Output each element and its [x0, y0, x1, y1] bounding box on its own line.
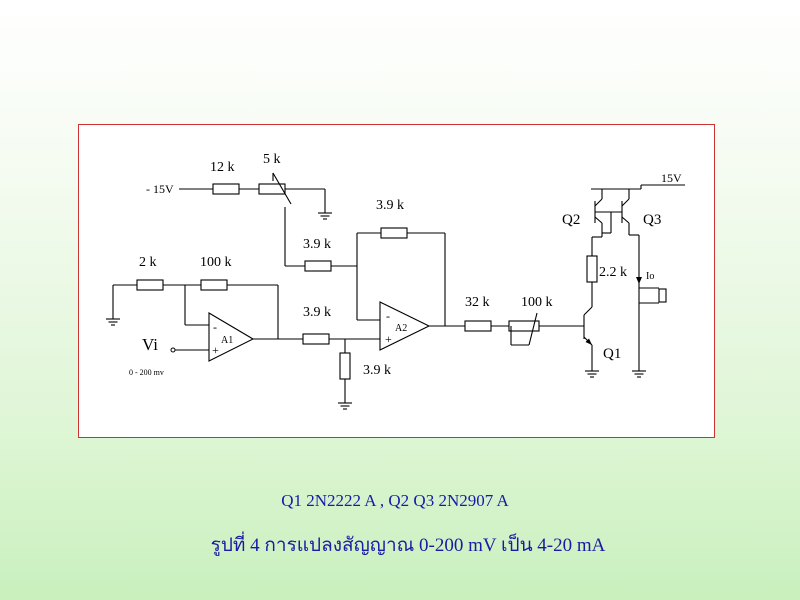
svg-text:-: - [386, 309, 390, 323]
transistor-q1 [583, 306, 593, 346]
vi-range-label: 0 - 200 mv [129, 368, 164, 377]
io-label: Io [646, 271, 654, 282]
potentiometer-5k [258, 183, 286, 195]
q2-label: Q2 [562, 212, 580, 228]
resistor-100k [200, 279, 228, 291]
resistor-3-9k-input-label: 3.9 k [303, 305, 331, 320]
q3-label: Q3 [643, 212, 661, 228]
resistor-2-2k [586, 255, 598, 283]
potentiometer-100k-label: 100 k [521, 295, 553, 310]
resistor-3-9k-feedback-label: 3.9 k [376, 198, 404, 213]
opamp-a1-label: A1 [221, 335, 233, 346]
resistor-100k-label: 100 k [200, 255, 232, 270]
resistor-2k-label: 2 k [139, 255, 157, 270]
resistor-3-9k-input [302, 333, 330, 345]
vi-label: Vi [142, 335, 158, 354]
resistor-2-2k-label: 2.2 k [599, 265, 627, 280]
resistor-3-9k-ground [339, 352, 351, 380]
resistor-12k [212, 183, 240, 195]
ground-symbol [338, 402, 352, 410]
diagram-frame: - + A1 - + A2 [78, 124, 715, 438]
opamp-a2-label: A2 [395, 323, 407, 334]
resistor-32k-label: 32 k [465, 295, 490, 310]
circuit-schematic: - + A1 - + A2 [106, 152, 685, 410]
load-resistor [658, 288, 667, 303]
resistor-32k [464, 320, 492, 332]
opamp-a1 [208, 312, 255, 362]
ground-symbol [632, 370, 646, 378]
parts-caption: Q1 2N2222 A , Q2 Q3 2N2907 A [281, 491, 509, 510]
resistor-2k [136, 279, 164, 291]
resistor-3-9k-ground-label: 3.9 k [363, 363, 391, 378]
svg-text:-: - [213, 320, 217, 334]
resistor-3-9k-feedback [380, 227, 408, 239]
transistor-q3 [621, 198, 630, 235]
pos-15v-label: 15V [661, 171, 682, 185]
resistor-3-9k-offset-label: 3.9 k [303, 237, 331, 252]
input-terminal [170, 347, 176, 353]
neg-15v-label: - 15V [146, 182, 174, 196]
potentiometer-5k-label: 5 k [263, 152, 281, 167]
ground-symbol [585, 370, 599, 378]
opamp-a2 [379, 301, 431, 351]
svg-text:+: + [212, 343, 219, 357]
transistor-q2 [594, 198, 603, 237]
resistor-12k-label: 12 k [210, 160, 235, 175]
resistor-3-9k-offset [304, 260, 332, 272]
ground-symbol [106, 318, 120, 326]
svg-text:+: + [385, 332, 392, 346]
figure-caption: รูปที่ 4 การแปลงสัญญาณ 0-200 mV เป็น 4-2… [210, 535, 606, 556]
ground-symbol [318, 212, 332, 220]
q1-label: Q1 [603, 346, 621, 362]
